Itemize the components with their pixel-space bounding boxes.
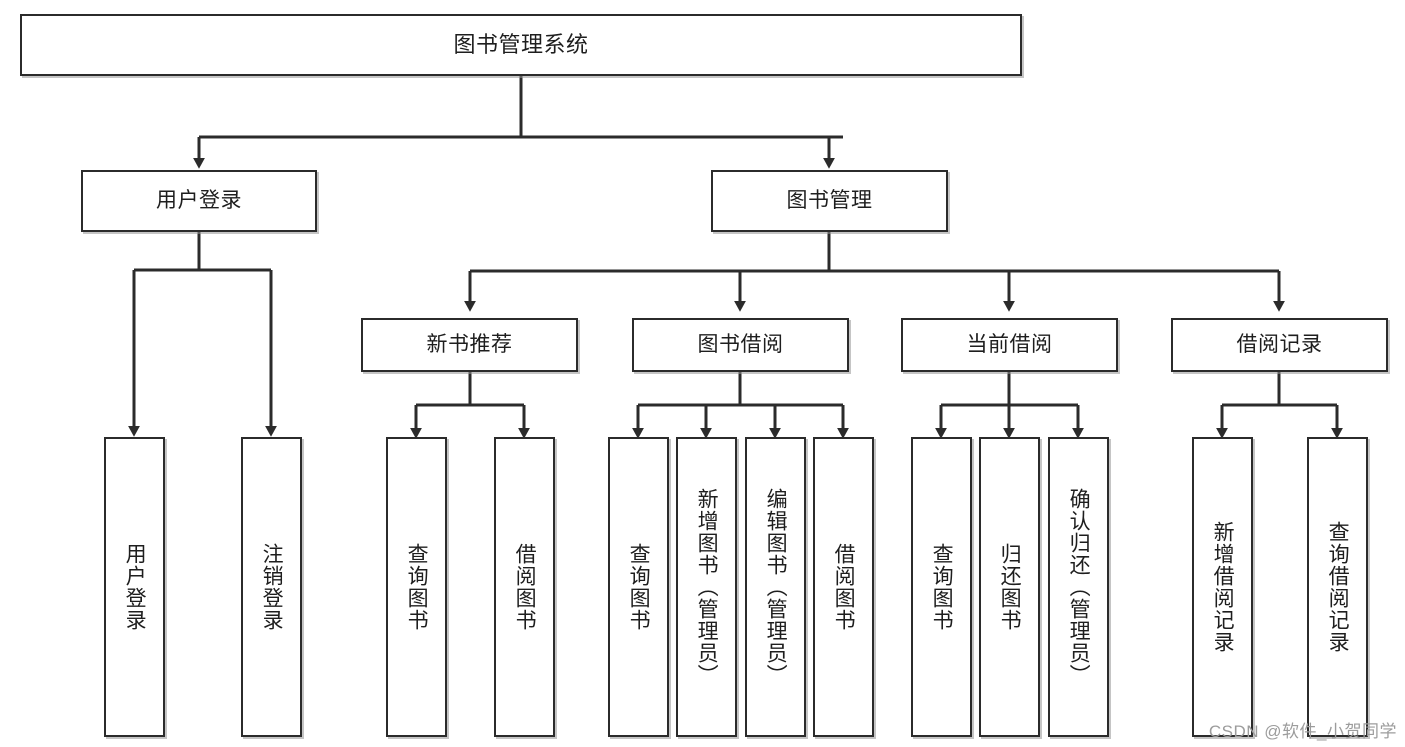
node-label: 新书推荐 <box>426 332 513 356</box>
leaf-edit-book-admin[interactable]: 编辑图书（管理员） <box>745 437 806 737</box>
leaf-borrow-book[interactable]: 借阅图书 <box>813 437 874 737</box>
node-current-borrow[interactable]: 当前借阅 <box>901 318 1118 372</box>
node-label: 新增借阅记录 <box>1211 521 1235 653</box>
leaf-query-book-recommend[interactable]: 查询图书 <box>386 437 447 737</box>
node-label: 查询借阅记录 <box>1326 521 1350 653</box>
leaf-query-borrow-record[interactable]: 查询借阅记录 <box>1307 437 1368 737</box>
leaf-return-book[interactable]: 归还图书 <box>979 437 1040 737</box>
node-label: 当前借阅 <box>966 332 1053 356</box>
node-label: 查询图书 <box>405 543 429 631</box>
leaf-add-borrow-record[interactable]: 新增借阅记录 <box>1192 437 1253 737</box>
node-label: 确认归还（管理员） <box>1067 488 1091 686</box>
node-label: 图书管理 <box>786 188 873 212</box>
leaf-user-logout[interactable]: 注销登录 <box>241 437 302 737</box>
node-label: 借阅记录 <box>1236 332 1323 356</box>
node-label: 查询图书 <box>627 543 651 631</box>
node-label: 新增图书（管理员） <box>695 488 719 686</box>
node-label: 借阅图书 <box>832 543 856 631</box>
node-label: 归还图书 <box>998 543 1022 631</box>
node-book-borrow[interactable]: 图书借阅 <box>632 318 849 372</box>
node-label: 注销登录 <box>260 543 284 631</box>
node-label: 图书借阅 <box>697 332 784 356</box>
node-label: 用户登录 <box>156 188 242 212</box>
leaf-user-login[interactable]: 用户登录 <box>104 437 165 737</box>
leaf-query-book-current[interactable]: 查询图书 <box>911 437 972 737</box>
leaf-borrow-book-recommend[interactable]: 借阅图书 <box>494 437 555 737</box>
node-root-system[interactable]: 图书管理系统 <box>20 14 1022 76</box>
node-new-book-recommend[interactable]: 新书推荐 <box>361 318 578 372</box>
node-label: 编辑图书（管理员） <box>764 488 788 686</box>
node-user-login[interactable]: 用户登录 <box>81 170 317 232</box>
leaf-confirm-return-admin[interactable]: 确认归还（管理员） <box>1048 437 1109 737</box>
node-label: 用户登录 <box>123 543 147 631</box>
node-book-manage[interactable]: 图书管理 <box>711 170 948 232</box>
node-label: 图书管理系统 <box>453 32 589 58</box>
node-label: 借阅图书 <box>513 543 537 631</box>
watermark-text: CSDN @软件_小贺同学 <box>1208 722 1397 741</box>
leaf-query-book-borrow[interactable]: 查询图书 <box>608 437 669 737</box>
leaf-add-book-admin[interactable]: 新增图书（管理员） <box>676 437 737 737</box>
node-label: 查询图书 <box>930 543 954 631</box>
node-borrow-record[interactable]: 借阅记录 <box>1171 318 1388 372</box>
